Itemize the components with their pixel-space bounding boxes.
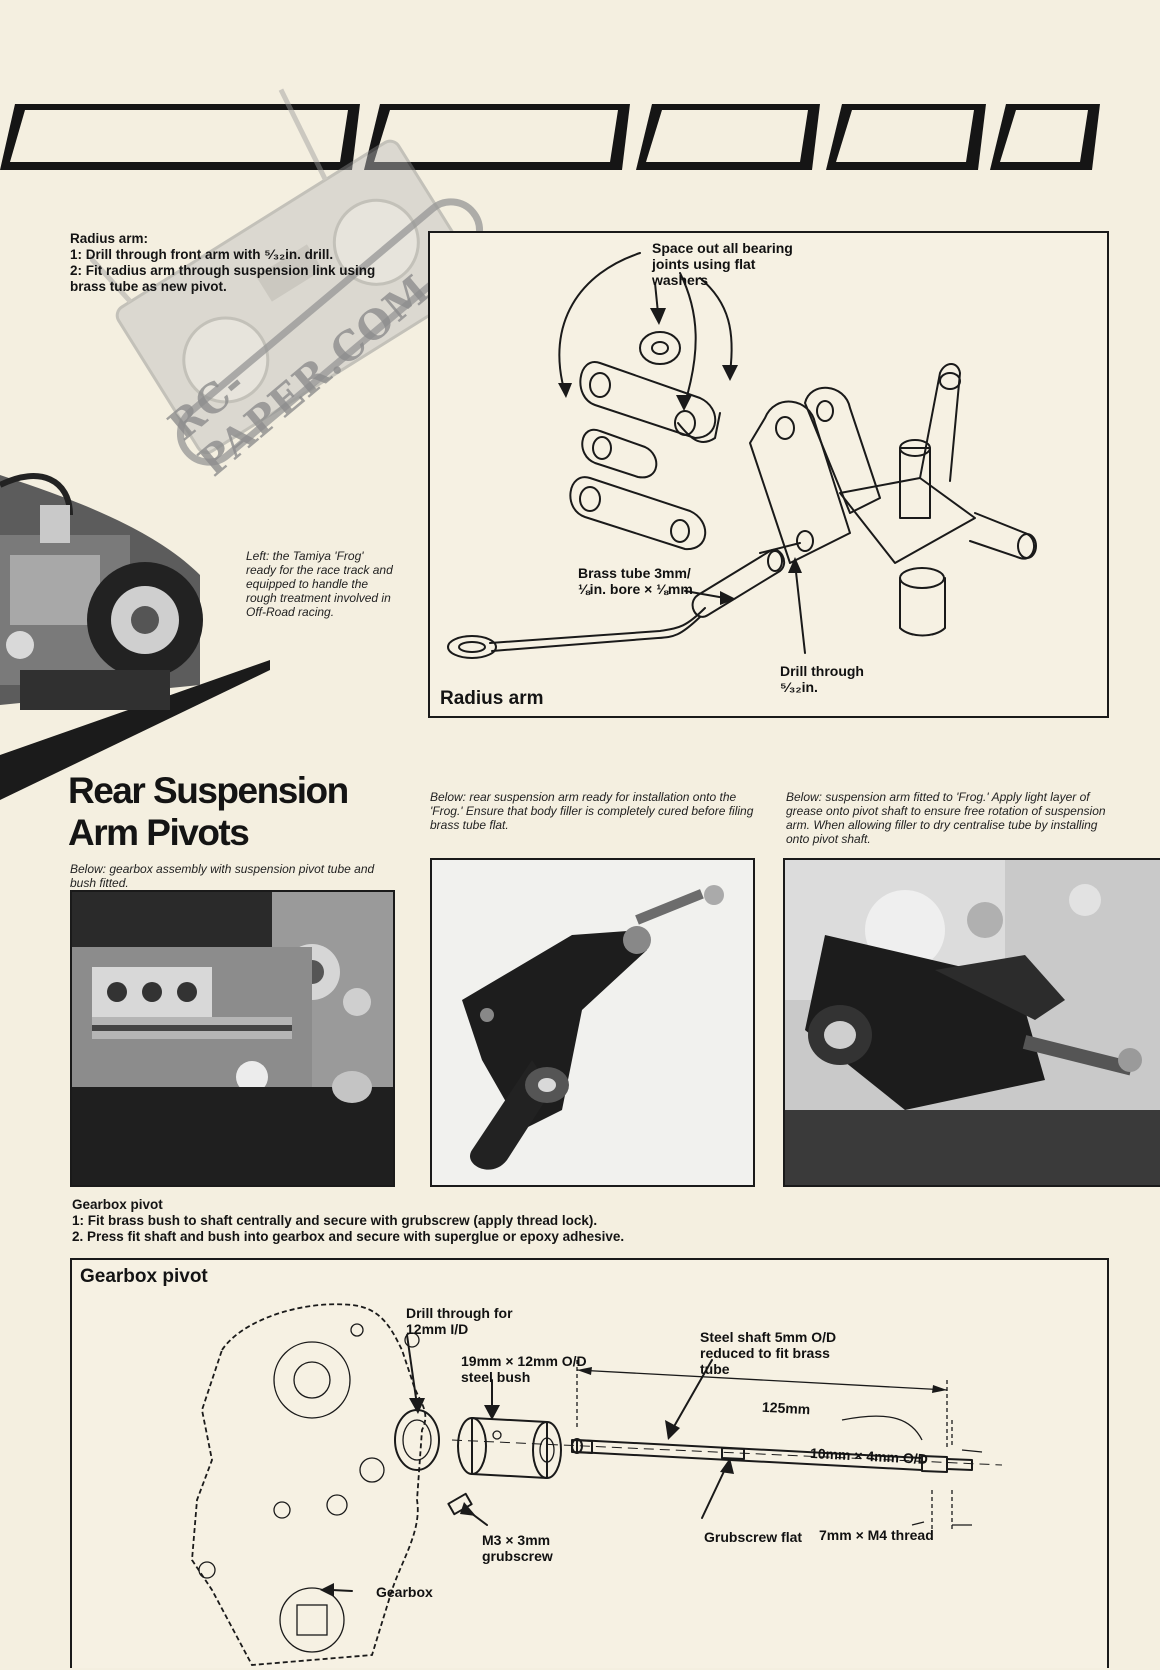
radius-arm-diagram: Space out all bearing joints using flat … [428,231,1109,718]
spacers-label: Space out all bearing joints using flat … [652,240,793,288]
gearbox-note-line-1: 1: Fit brass bush to shaft centrally and… [72,1213,598,1228]
radius-arm-note-line-2: 2: Fit radius arm through suspension lin… [70,263,376,294]
gearbox-photo-caption: Below: gearbox assembly with suspension … [70,862,375,890]
gearbox-pivot-title: Gearbox pivot [80,1266,208,1287]
gearbox-label: Gearbox [376,1584,433,1600]
length-125mm-label: 125mm [761,1398,811,1418]
radius-arm-drawing [447,252,1037,659]
watermark-transmitter-graphic [90,88,482,455]
steel-bush-label: 19mm × 12mm O/D steel bush [461,1353,587,1385]
steel-shaft-label: Steel shaft 5mm O/D reduced to fit brass… [700,1329,837,1377]
brass-tube-label: Brass tube 3mm/⅛in. bore × ⅛mm [578,565,693,597]
arm-photo-caption: Below: rear suspension arm ready for ins… [430,790,754,832]
frog-caption: Left: the Tamiya 'Frog' ready for the ra… [246,549,393,619]
drill-12mm-label: Drill through for 12mm I/D [406,1305,513,1337]
radius-arm-note: Radius arm: 1: Drill through front arm w… [70,231,400,295]
radius-arm-note-heading: Radius arm: [70,231,149,246]
gearbox-pivot-diagram: Gearbox pivot [70,1258,1109,1668]
thread-label: 7mm × M4 thread [819,1527,934,1543]
gearbox-note-line-2: 2. Press fit shaft and bush into gearbox… [72,1229,625,1244]
gearbox-pivot-drawing [191,1303,1003,1666]
gearbox-note: Gearbox pivot 1: Fit brass bush to shaft… [72,1197,1112,1245]
suspension-arm-photo [430,858,755,1187]
gearbox-assembly-photo [70,890,395,1187]
grubscrew-label: M3 × 3mm grubscrew [482,1532,553,1564]
gearbox-note-heading: Gearbox pivot [72,1197,163,1212]
arm-fitted-photo [783,858,1160,1187]
section-title-line-1: Rear Suspension [68,770,349,811]
radius-arm-title: Radius arm [440,688,544,709]
header-slanted-boxes [0,104,1100,170]
grubscrew-flat-label: Grubscrew flat [704,1529,803,1545]
radius-arm-note-line-1: 1: Drill through front arm with ⁵⁄₃₂in. … [70,247,334,262]
frog-car-photo [0,455,270,800]
fitted-photo-caption: Below: suspension arm fitted to 'Frog.' … [786,790,1106,846]
section-title: Rear Suspension Arm Pivots [68,770,398,854]
section-title-line-2: Arm Pivots [68,812,250,853]
drill-label: Drill through ⁵⁄₃₂in. [780,663,864,695]
